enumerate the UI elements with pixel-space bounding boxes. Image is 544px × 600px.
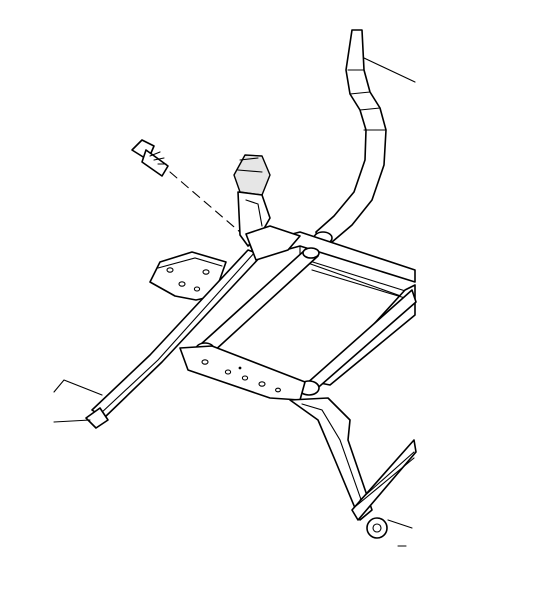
seat-frame-icon [179, 231, 417, 401]
seat-belt-buckle-icon [233, 154, 301, 261]
seat-adjuster-front-icon [289, 397, 417, 547]
seat-back-tube-icon [313, 29, 387, 245]
leader-line-icon [363, 57, 416, 83]
bolt-icon [131, 139, 241, 233]
